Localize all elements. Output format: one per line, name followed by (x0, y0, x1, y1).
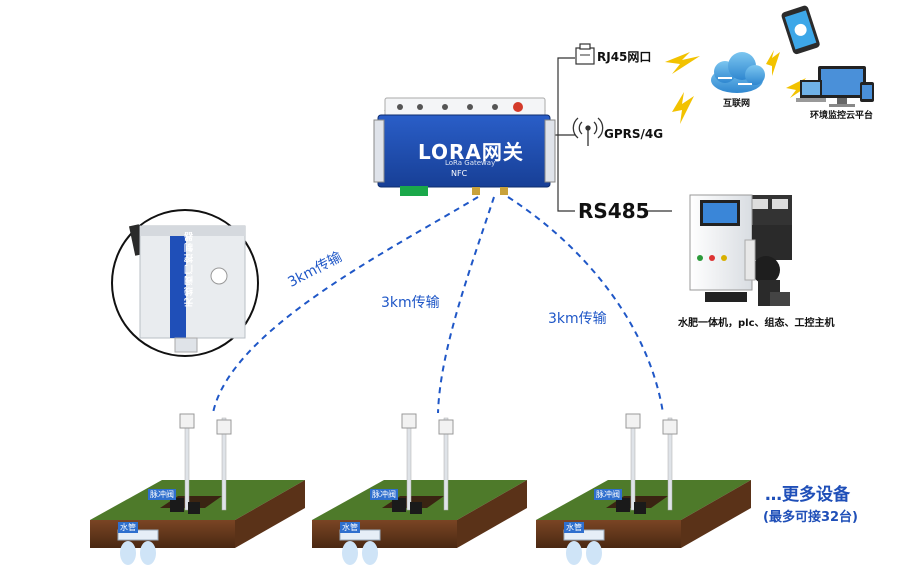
cloud-platform-label: 环境监控云平台 (810, 111, 874, 121)
rs485-label: RS485 (578, 199, 650, 223)
link-line-1 (212, 196, 479, 414)
field-unit-2 (312, 413, 527, 565)
fertigation-machine-label: 水肥一体机，plc、组态、工控主机 (678, 318, 835, 329)
more-devices-title: …更多设备 (765, 485, 850, 505)
monitoring-devices-icon (796, 66, 874, 107)
internet-cloud-icon (711, 52, 765, 93)
fertigation-machine (689, 194, 792, 306)
link-line-3 (507, 196, 664, 414)
gprs-antenna-icon (572, 117, 604, 146)
pipe-label-1: 水管 (118, 522, 138, 533)
pulse-valve-label-2: 脉冲阀 (370, 489, 398, 500)
rj45-icon (575, 43, 595, 65)
link-label-2: 3km传输 (381, 295, 440, 311)
gateway-title: LORA网关 (418, 140, 524, 164)
internet-label: 互联网 (723, 99, 751, 109)
pipe-label-3: 水管 (564, 522, 584, 533)
lora-gateway (373, 97, 556, 196)
gateway-nfc: NFC (451, 169, 468, 178)
more-devices-subtitle: (最多可接32台) (763, 510, 858, 525)
gateway-subtitle: LoRa Gateway (445, 159, 496, 167)
link-line-2 (437, 196, 495, 414)
gprs-label: GPRS/4G (604, 127, 664, 141)
link-label-3: 3km传输 (548, 311, 607, 327)
wireless-valve-controller (111, 209, 259, 357)
pulse-valve-label-3: 脉冲阀 (594, 489, 622, 500)
rj45-label: RJ45网口 (597, 50, 652, 64)
field-unit-3 (536, 413, 751, 565)
field-unit-1 (90, 413, 305, 565)
valve-controller-label: 无线阀门控制器 (185, 230, 195, 307)
smartphone-icon (781, 5, 820, 55)
pulse-valve-label-1: 脉冲阀 (148, 489, 176, 500)
pipe-label-2: 水管 (340, 522, 360, 533)
wireless-links (212, 196, 664, 414)
